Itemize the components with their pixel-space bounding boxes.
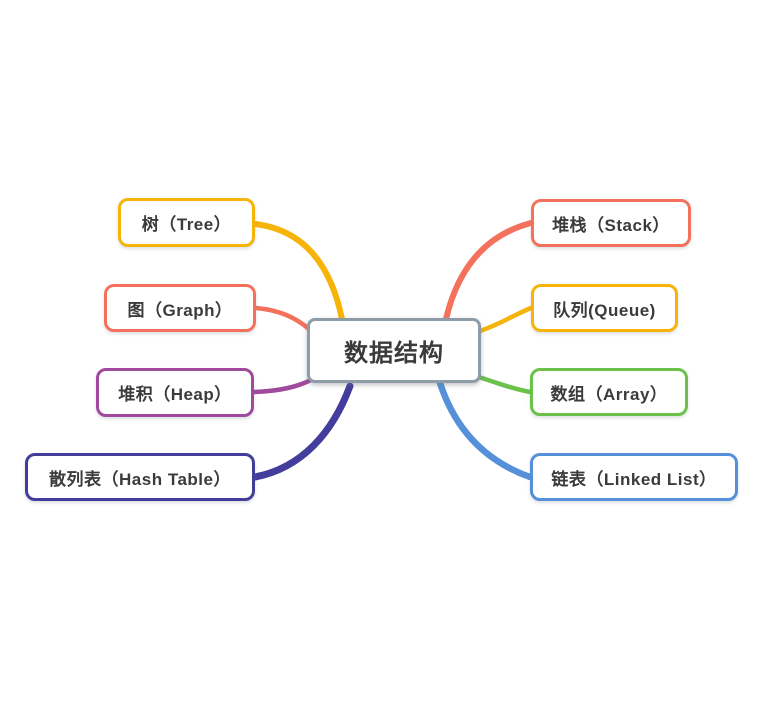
branch-curve-stack: [443, 220, 534, 322]
node-stack-label: 堆栈（Stack）: [552, 215, 670, 235]
node-heap-label: 堆积（Heap）: [118, 385, 232, 404]
node-graph[interactable]: 图（Graph）: [104, 284, 256, 332]
node-queue[interactable]: 队列(Queue): [531, 284, 678, 332]
node-hash-table-label: 散列表（Hash Table）: [49, 469, 231, 489]
node-graph-label: 图（Graph）: [127, 300, 233, 320]
central-topic-node[interactable]: 数据结构: [307, 318, 481, 383]
node-hash-table[interactable]: 散列表（Hash Table）: [25, 453, 255, 501]
node-tree-label: 树（Tree）: [141, 215, 232, 234]
node-linked-list-label: 链表（Linked List）: [551, 469, 717, 489]
central-topic-label: 数据结构: [344, 340, 444, 367]
node-tree[interactable]: 树（Tree）: [118, 198, 255, 247]
node-array-label: 数组（Array）: [550, 384, 668, 404]
node-queue-label: 队列(Queue): [553, 300, 656, 320]
node-heap[interactable]: 堆积（Heap）: [96, 368, 254, 417]
branch-curve-queue: [477, 305, 534, 334]
node-linked-list[interactable]: 链表（Linked List）: [530, 453, 738, 501]
node-array[interactable]: 数组（Array）: [530, 368, 688, 416]
node-stack[interactable]: 堆栈（Stack）: [531, 199, 691, 247]
branch-curve-hash-table: [251, 382, 354, 481]
branch-curve-array: [476, 374, 533, 395]
branch-curve-graph: [253, 305, 312, 332]
branch-curve-linked-list: [436, 379, 534, 481]
branch-curve-tree: [252, 221, 345, 322]
branch-curve-heap: [251, 377, 314, 395]
